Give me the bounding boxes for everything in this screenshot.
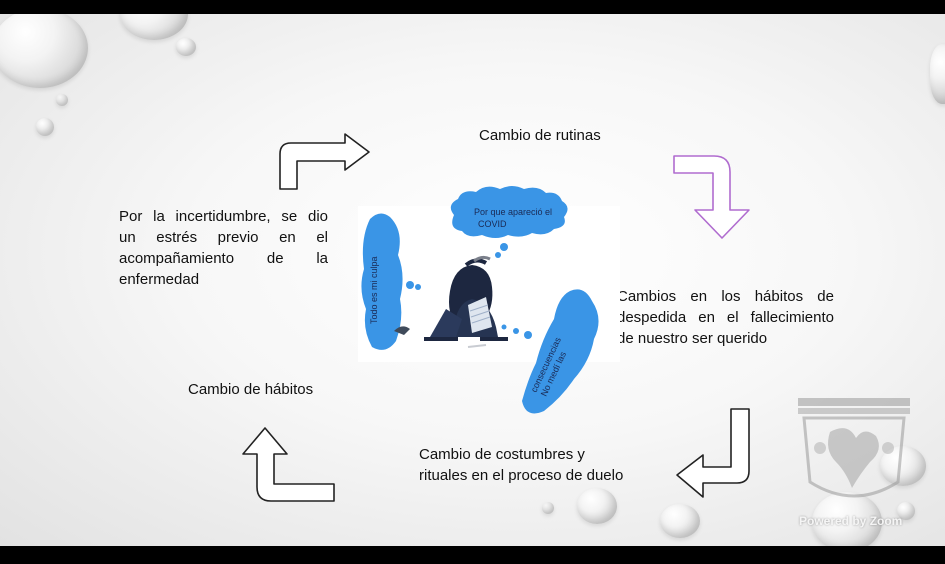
sad-woman-illustration: Por que apareció el COVID Todo es mi cul… bbox=[361, 186, 599, 414]
bent-arrow-up-left-icon bbox=[242, 427, 335, 502]
right-paragraph: Cambios en los hábitos de despedida en e… bbox=[617, 286, 834, 349]
bottom-right-line: Cambio de costumbres y bbox=[419, 446, 585, 463]
slide: Cambio de rutinas Por la incertidumbre, … bbox=[0, 14, 945, 546]
water-drop bbox=[542, 502, 554, 514]
water-drop bbox=[897, 502, 915, 520]
bubble-left-text: Todo es mi culpa bbox=[369, 256, 379, 324]
left-paragraph-line: un estrés previo en el bbox=[119, 229, 328, 246]
water-drop bbox=[0, 14, 88, 88]
water-drop bbox=[660, 504, 700, 538]
water-drop bbox=[577, 488, 617, 524]
bottom-left-label: Cambio de hábitos bbox=[188, 381, 314, 398]
water-drop bbox=[812, 492, 882, 546]
bent-arrow-down-purple-icon bbox=[673, 155, 750, 239]
right-paragraph-line: despedida en el fallecimiento bbox=[617, 309, 834, 326]
left-paragraph-line: Por la incertidumbre, se dio bbox=[119, 208, 328, 225]
bottom-right-line: rituales en el proceso de duelo bbox=[419, 467, 624, 484]
right-paragraph-line: de nuestro ser querido bbox=[617, 330, 768, 347]
left-paragraph-line: enfermedad bbox=[119, 271, 200, 288]
thought-bubble-right: No medí las consecuencias bbox=[501, 289, 599, 414]
zoom-watermark-label: Powered by Zoom bbox=[799, 514, 903, 528]
thought-bubble-top: Por que apareció el COVID bbox=[450, 186, 568, 258]
bubble-top-line: Por que apareció el bbox=[474, 207, 552, 217]
left-paragraph-line: acompañamiento de la bbox=[119, 250, 328, 267]
right-paragraph-line: Cambios en los hábitos de bbox=[617, 288, 834, 305]
thought-bubble-left: Todo es mi culpa bbox=[361, 213, 421, 350]
water-drop bbox=[120, 14, 188, 40]
water-drop bbox=[36, 118, 54, 136]
bent-arrow-up-right-icon bbox=[279, 133, 370, 190]
bubble-top-line: COVID bbox=[478, 219, 507, 229]
university-crest-watermark-icon bbox=[798, 398, 910, 498]
top-label: Cambio de rutinas bbox=[479, 127, 601, 144]
bottom-right-text: Cambio de costumbres y rituales en el pr… bbox=[419, 444, 623, 486]
water-drop bbox=[176, 38, 196, 56]
water-drop bbox=[56, 94, 68, 106]
woman-figure bbox=[394, 255, 508, 348]
bent-arrow-down-left-icon bbox=[676, 408, 750, 498]
left-paragraph: Por la incertidumbre, se dio un estrés p… bbox=[119, 206, 328, 290]
water-drop bbox=[930, 44, 945, 104]
